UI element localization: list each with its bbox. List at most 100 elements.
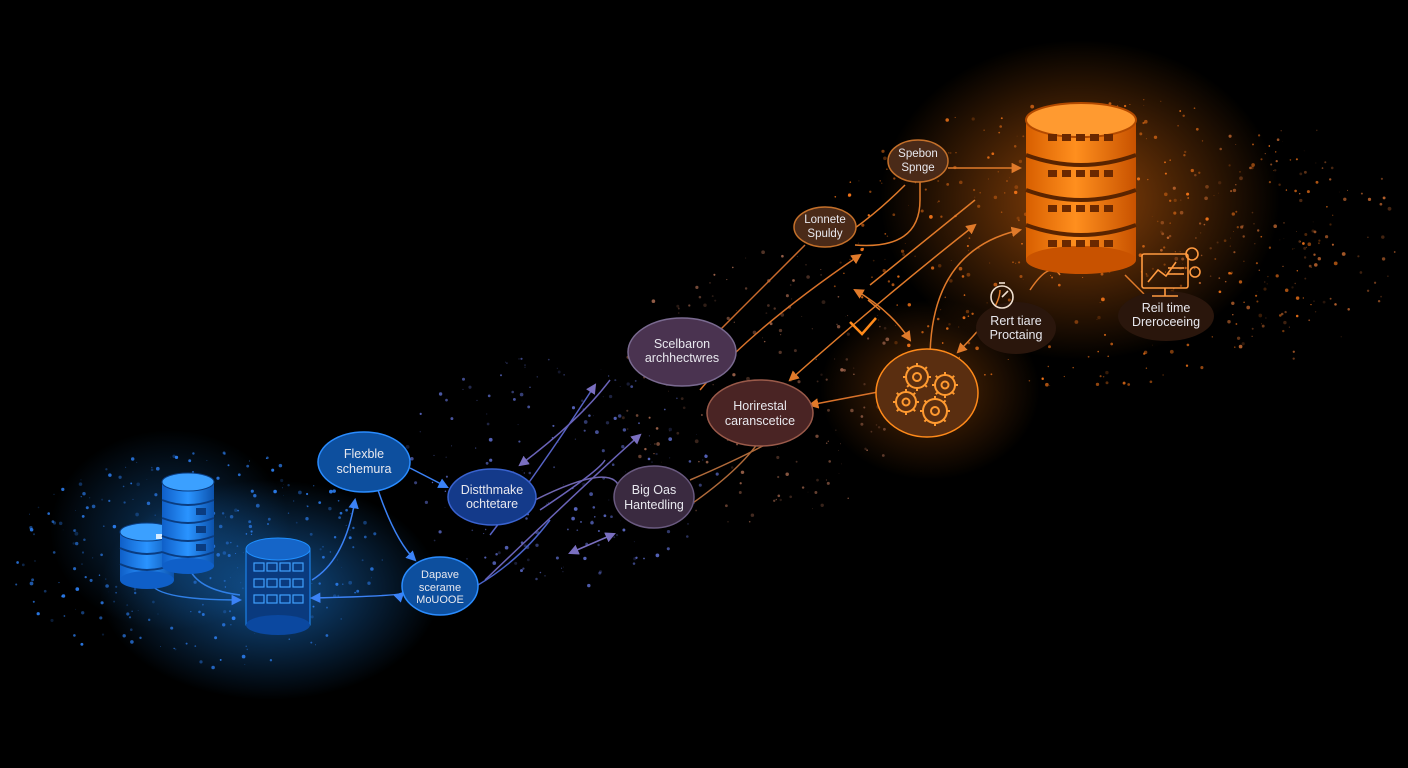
particle <box>1230 272 1233 275</box>
node-label: caranscetice <box>725 414 795 428</box>
particle <box>199 660 203 664</box>
particle <box>797 380 801 384</box>
particle <box>219 658 222 661</box>
particle <box>329 551 332 553</box>
particle <box>450 417 454 421</box>
particle <box>1292 357 1295 360</box>
particle <box>776 455 780 460</box>
particle <box>651 461 653 463</box>
particle <box>445 456 447 459</box>
gear-tooth <box>896 392 900 396</box>
particle <box>539 571 542 574</box>
particle <box>563 374 565 376</box>
particle <box>877 315 879 316</box>
particle <box>1179 251 1181 253</box>
particle <box>1343 197 1347 201</box>
particle <box>879 325 881 328</box>
particle <box>1296 270 1299 272</box>
particle <box>739 482 742 485</box>
particle <box>329 489 333 494</box>
particle <box>1264 281 1266 283</box>
particle <box>1313 300 1315 302</box>
particle <box>287 483 290 487</box>
particle <box>1326 205 1328 208</box>
particle <box>118 475 122 479</box>
gears-icon <box>893 363 958 426</box>
particle <box>336 559 338 561</box>
particle <box>779 498 782 502</box>
particle <box>791 298 793 300</box>
particle <box>984 373 986 376</box>
particle <box>954 116 956 119</box>
particle <box>475 447 477 449</box>
particle <box>100 601 104 605</box>
particle <box>1381 235 1385 239</box>
particle <box>1267 275 1269 278</box>
particle <box>248 520 252 524</box>
particle <box>811 328 813 330</box>
particle <box>1179 110 1182 112</box>
particle <box>937 264 942 268</box>
particle <box>962 316 966 320</box>
particle <box>1294 189 1297 193</box>
grid-cell <box>279 578 291 588</box>
particle <box>647 457 651 461</box>
particle <box>1122 381 1126 385</box>
particle <box>78 482 83 486</box>
particle <box>354 591 356 594</box>
particle <box>1367 197 1372 202</box>
particle <box>1254 243 1256 245</box>
grid-cell <box>279 562 291 572</box>
particle <box>1304 233 1308 236</box>
particle <box>921 331 924 334</box>
particle <box>858 180 860 182</box>
particle <box>843 368 846 372</box>
particle <box>924 188 927 191</box>
particle <box>133 587 137 591</box>
particle <box>850 408 854 413</box>
particle <box>81 563 83 565</box>
particle <box>1295 314 1299 318</box>
particle <box>227 464 230 467</box>
particle <box>451 445 453 447</box>
particle <box>1279 239 1281 241</box>
particle <box>137 610 139 611</box>
particle <box>1195 127 1199 131</box>
particle <box>1243 301 1245 303</box>
particle <box>752 330 757 335</box>
particle <box>122 485 125 488</box>
particle <box>968 237 971 239</box>
particle <box>602 396 604 398</box>
particle <box>245 533 248 535</box>
particle <box>495 553 498 556</box>
particle <box>688 460 692 463</box>
particle <box>1016 135 1018 137</box>
particle <box>222 451 226 455</box>
particle <box>884 232 887 235</box>
node-label: Distthmake <box>461 483 524 497</box>
particle <box>1260 158 1263 161</box>
particle <box>686 535 689 538</box>
particle <box>622 528 626 532</box>
particle <box>529 386 531 389</box>
particle <box>337 499 340 502</box>
particle <box>643 557 645 560</box>
particle <box>1257 134 1261 137</box>
particle <box>860 247 864 252</box>
slot <box>1104 170 1113 177</box>
particle <box>680 397 684 400</box>
particle <box>608 499 610 501</box>
particle <box>61 487 65 492</box>
particle <box>849 258 851 260</box>
particle <box>761 250 765 255</box>
particle <box>483 533 485 535</box>
particle <box>566 528 569 531</box>
particle <box>696 434 697 435</box>
node-flexible-schema: Flexble schemura <box>317 431 411 493</box>
particle <box>920 209 924 213</box>
particle <box>547 501 550 504</box>
particle <box>958 326 960 328</box>
particle <box>1203 223 1206 226</box>
particle <box>130 640 134 644</box>
particle <box>936 201 939 203</box>
